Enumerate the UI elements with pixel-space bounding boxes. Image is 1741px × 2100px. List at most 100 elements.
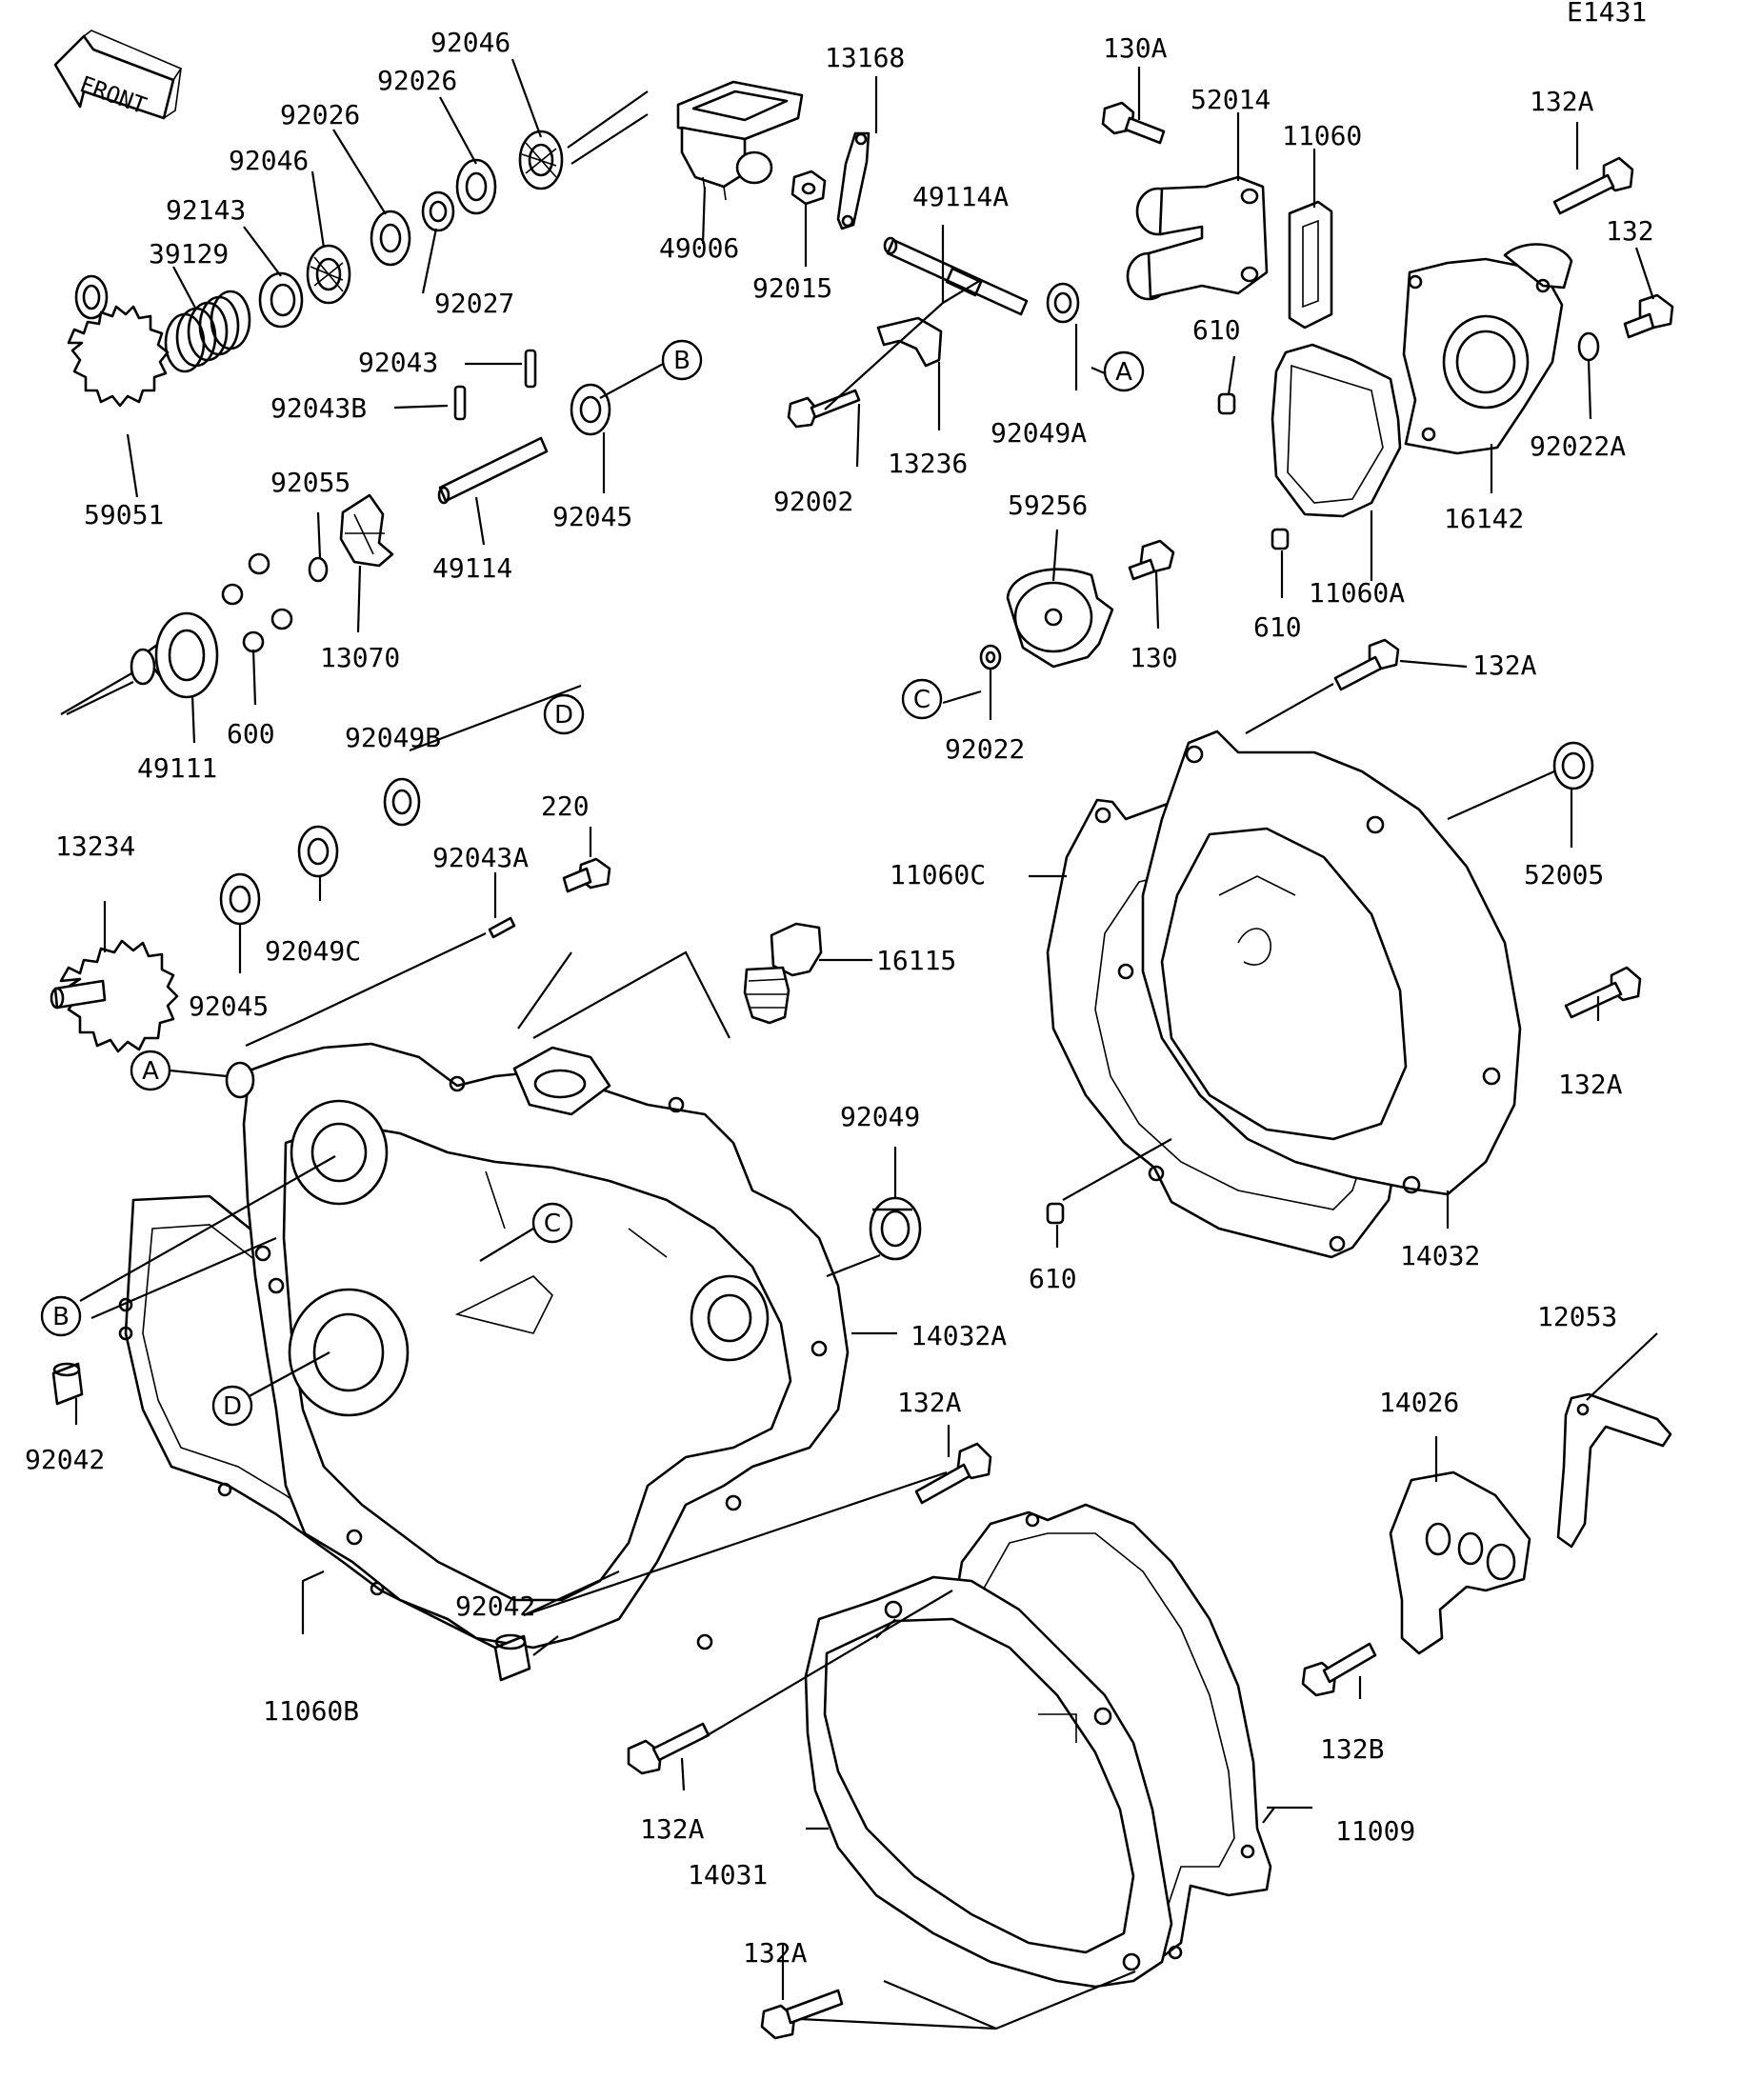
part-spring-39129 (164, 290, 251, 373)
part-label: 11060B (263, 1695, 359, 1727)
part-label: 92046 (229, 145, 309, 176)
part-dowel-610-a (1217, 392, 1236, 415)
part-oil-seal-92049 (869, 1196, 922, 1261)
diagram-code: E1431 (1567, 0, 1647, 28)
part-label: 130A (1103, 32, 1168, 64)
part-bolt-220 (562, 857, 611, 893)
part-label: 132A (1472, 650, 1537, 681)
part-washer-92026-upper (455, 158, 497, 215)
part-lever-13168 (836, 131, 870, 230)
part-bushing-92027 (421, 190, 455, 232)
part-label: 92043A (432, 842, 529, 873)
part-gear-13234 (50, 939, 179, 1053)
part-dowel-610-b (1271, 528, 1290, 550)
part-label: 600 (227, 718, 275, 750)
part-labels: 92046 92026 92026 92046 92143 39129 9202… (25, 27, 1654, 1969)
part-bolt-130A (1101, 101, 1166, 145)
part-bearing-92049C (297, 825, 339, 878)
svg-text:B: B (52, 1303, 70, 1331)
part-label: 132A (640, 1813, 705, 1845)
part-bearing-92046-upper (518, 130, 564, 190)
part-balls-600 (221, 552, 293, 653)
callout-D-lower: D (211, 1385, 253, 1427)
part-label: 92046 (430, 27, 510, 58)
part-washer-92026-lower (370, 210, 411, 267)
part-label: 92027 (434, 288, 514, 319)
part-pin-92043B (453, 385, 467, 421)
part-pin-92043 (524, 349, 537, 389)
part-label: 132A (897, 1387, 962, 1418)
part-shaft-49111 (130, 611, 219, 699)
part-bracket-14026 (1389, 1470, 1531, 1655)
part-label: 11060 (1282, 120, 1362, 151)
part-bolt-132A-center (914, 1442, 992, 1505)
callout-C-upper: C (901, 678, 943, 720)
part-label: 92055 (270, 467, 350, 498)
leader-line (517, 950, 730, 1039)
part-oil-seal-A (225, 1061, 255, 1099)
part-label: 130 (1130, 642, 1178, 673)
callout-A-upper: A (1103, 350, 1145, 392)
part-label: 59256 (1008, 490, 1088, 521)
part-label: 92042 (455, 1590, 535, 1622)
part-oil-seal-92049A (1046, 282, 1080, 324)
part-label: 610 (1253, 611, 1302, 643)
part-label: 11009 (1335, 1815, 1415, 1847)
part-bolt-132A-right (1564, 966, 1642, 1019)
part-gear-59051 (67, 274, 170, 408)
svg-text:D: D (554, 701, 573, 730)
part-label: 14032 (1400, 1240, 1480, 1271)
part-label: 92042 (25, 1444, 105, 1475)
part-label: 92026 (280, 99, 360, 130)
part-bolt-132A-bottom (760, 1989, 844, 2040)
svg-text:C: C (544, 1210, 561, 1238)
part-label: 132 (1606, 215, 1654, 247)
part-label: 132B (1320, 1733, 1384, 1765)
part-label: 132A (1530, 86, 1594, 117)
svg-text:C: C (913, 686, 931, 714)
part-gasket-11060A (1271, 343, 1402, 518)
part-bearing-92046-lower (306, 244, 351, 305)
part-shaft-49114 (437, 436, 549, 505)
part-dowel-92042-left (51, 1362, 84, 1406)
part-bolt-132 (1623, 293, 1674, 339)
part-label: 49111 (137, 752, 217, 784)
svg-text:A: A (1115, 358, 1132, 387)
part-label: 92049C (265, 935, 361, 967)
svg-text:B: B (673, 347, 690, 375)
part-label: 11060A (1309, 577, 1405, 609)
part-housing-49006 (676, 80, 804, 201)
part-bolt-132A-top (1552, 156, 1634, 215)
part-label: 132A (1558, 1069, 1623, 1100)
part-label: 610 (1192, 314, 1241, 346)
part-label: 92002 (773, 486, 853, 517)
part-bolt-132A-mid (1333, 638, 1400, 691)
part-dowel-610-c (1046, 1202, 1065, 1225)
part-label: 13168 (825, 42, 905, 73)
part-bolt-132A-lower-left (627, 1722, 710, 1775)
part-label: 11060C (890, 859, 986, 890)
part-clutch-cover-14032 (1141, 730, 1522, 1196)
part-bracket-12053 (1556, 1392, 1672, 1549)
callout-C-lower: C (531, 1202, 573, 1244)
part-label: 14031 (688, 1859, 768, 1890)
part-bearing-92045-lower (219, 872, 261, 926)
part-oring-92055 (308, 556, 329, 583)
part-shaft-49114A (883, 236, 1029, 316)
part-label: 13234 (55, 830, 135, 862)
part-label: 12053 (1537, 1301, 1617, 1332)
part-label: 92026 (377, 65, 457, 96)
callout-B-lower: B (40, 1295, 82, 1337)
part-label: 13070 (320, 642, 400, 673)
part-label: 52005 (1524, 859, 1604, 890)
part-impeller-59256 (1006, 568, 1114, 669)
part-label: 92015 (752, 272, 832, 304)
part-label: 52014 (1191, 84, 1271, 115)
part-dipstick-16115 (743, 922, 823, 1025)
part-label: 59051 (84, 499, 164, 530)
part-magneto-cover-14031 (804, 1575, 1173, 1989)
part-label: 92045 (552, 501, 632, 532)
part-label: 16142 (1444, 503, 1524, 534)
shaft-axis-line (567, 90, 649, 165)
part-bolt-132B (1301, 1642, 1377, 1697)
